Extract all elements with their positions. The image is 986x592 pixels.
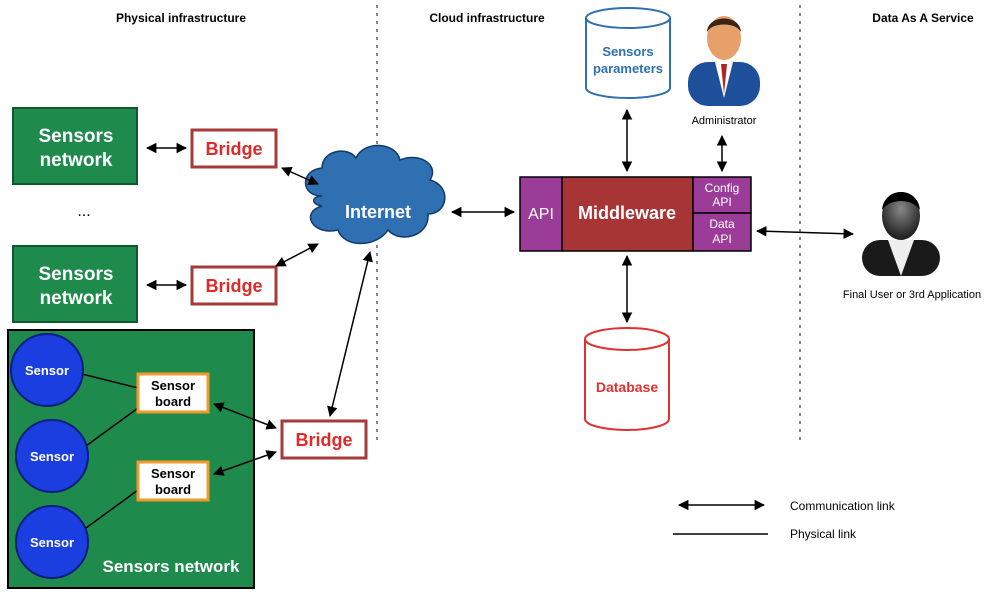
header-daas: Data As A Service <box>872 11 974 25</box>
sensor-board-2: Sensor board <box>136 460 210 502</box>
sensors-parameters-line2: parameters <box>593 61 663 76</box>
legend-communication-label: Communication link <box>790 499 896 513</box>
link-board2-bridge3 <box>213 450 277 476</box>
middleware-api-label: API <box>528 206 554 223</box>
sensor-board-1: Sensor board <box>136 372 210 414</box>
config-api-line2: API <box>712 195 731 209</box>
ellipsis: ... <box>77 203 90 220</box>
database-db: Database <box>584 327 670 431</box>
sensors-parameters-line1: Sensors <box>602 44 653 59</box>
middleware-label: Middleware <box>578 203 676 223</box>
database-label: Database <box>596 379 658 395</box>
physical-link-2 <box>85 407 139 447</box>
link-dataapi-user <box>755 226 855 239</box>
sensor-2-label: Sensor <box>30 449 74 464</box>
sensor-3-label: Sensor <box>30 535 74 550</box>
internet-cloud: Internet <box>304 144 446 245</box>
bridge-1-label: Bridge <box>205 139 262 159</box>
sensors-network-1-line1: Sensors <box>39 126 114 147</box>
header-physical: Physical infrastructure <box>116 11 246 25</box>
sensors-network-2-line2: network <box>40 288 113 309</box>
link-bridge1-internet <box>281 167 319 185</box>
physical-link-3 <box>85 489 139 529</box>
sensor-board-2-line2: board <box>155 482 191 497</box>
header-cloud: Cloud infrastructure <box>429 11 545 25</box>
data-api-line2: API <box>712 232 731 246</box>
internet-label: Internet <box>345 202 411 222</box>
sensor-board-1-line2: board <box>155 394 191 409</box>
middleware-block: API Middleware Config API Data API <box>519 176 752 252</box>
link-bridge2-internet <box>275 243 319 267</box>
bridge-1: Bridge <box>190 128 278 169</box>
sensor-board-2-line1: Sensor <box>151 466 195 481</box>
bridge-3: Bridge <box>280 419 368 460</box>
sensor-node-1: Sensor <box>10 333 84 407</box>
administrator-label: Administrator <box>692 115 757 127</box>
sensor-node-3: Sensor <box>15 505 89 579</box>
final-user-label: Final User or 3rd Application <box>843 289 981 301</box>
bridge-2: Bridge <box>190 265 278 306</box>
final-user-person-icon <box>862 192 940 276</box>
sensor-node-2: Sensor <box>15 419 89 493</box>
sensors-network-2: Sensors network <box>12 245 138 323</box>
data-api-line1: Data <box>709 217 735 231</box>
sensors-network-2-line1: Sensors <box>39 264 114 285</box>
legend: Communication link Physical link <box>673 499 896 541</box>
bridge-3-label: Bridge <box>295 430 352 450</box>
bridge-2-label: Bridge <box>205 276 262 296</box>
sensors-network-1: Sensors network <box>12 107 138 185</box>
link-board1-bridge3 <box>213 402 277 430</box>
sensors-network-1-line2: network <box>40 150 113 171</box>
sensor-board-1-line1: Sensor <box>151 378 195 393</box>
detail-sensors-network: Sensors network Sensor Sensor Sensor Sen… <box>7 329 255 589</box>
sensors-parameters-db: Sensors parameters <box>585 7 671 99</box>
detail-network-title: Sensors network <box>103 557 241 576</box>
sensor-1-label: Sensor <box>25 363 69 378</box>
physical-link-1 <box>81 373 139 389</box>
config-api-line1: Config <box>705 181 740 195</box>
administrator-person-icon <box>688 16 760 106</box>
legend-physical-label: Physical link <box>790 527 857 541</box>
link-bridge3-internet <box>327 250 373 418</box>
